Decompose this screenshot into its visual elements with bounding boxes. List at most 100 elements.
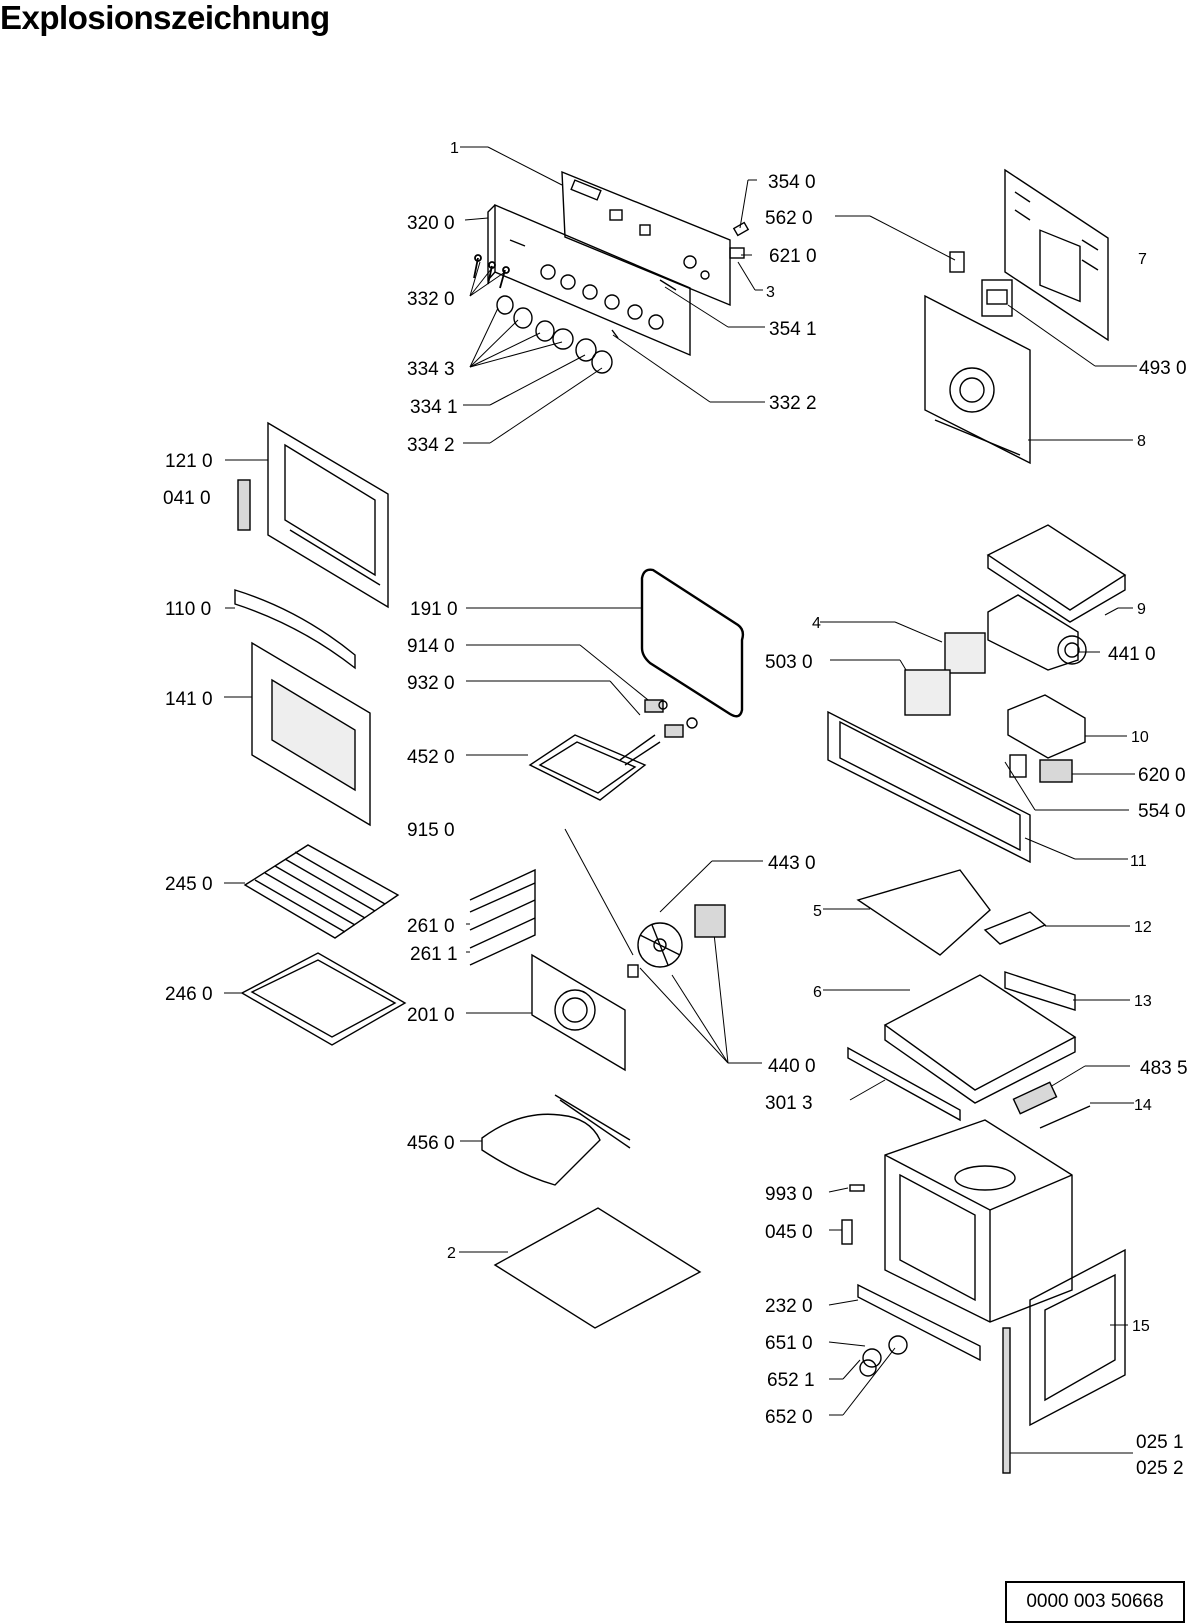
label-p2611: 261 1	[410, 944, 458, 965]
label-p8: 8	[1137, 433, 1146, 450]
part-control-panel-bracket	[561, 170, 731, 307]
part-tangential-fan	[987, 594, 1087, 671]
label-p2010: 201 0	[407, 1005, 455, 1026]
label-p4400: 440 0	[768, 1056, 816, 1077]
part-control-frame	[827, 710, 1031, 864]
label-p12: 12	[1134, 919, 1152, 936]
label-p1410: 141 0	[165, 689, 213, 710]
label-p5540: 554 0	[1138, 801, 1186, 822]
label-p6200: 620 0	[1138, 765, 1186, 786]
part-rear-panel	[1004, 168, 1109, 342]
part-oven-rack	[243, 844, 400, 939]
part-switches	[904, 632, 986, 716]
part-oven-cavity	[884, 1119, 1073, 1323]
label-p4835: 483 5	[1140, 1058, 1188, 1079]
part-baking-tray	[240, 952, 407, 1046]
label-p3343: 334 3	[407, 359, 455, 380]
part-knobs	[496, 295, 613, 374]
label-p1910: 191 0	[410, 599, 458, 620]
part-fan-cover	[924, 294, 1031, 465]
label-p3322: 332 2	[769, 393, 817, 414]
label-p9150: 915 0	[407, 820, 455, 841]
part-labels: 1 320 0 332 0 334 3 334 1 334 2 354 0 56…	[163, 140, 1188, 1479]
label-p15: 15	[1132, 1318, 1150, 1335]
part-terminal-block	[1012, 1081, 1058, 1115]
part-clips	[611, 221, 750, 339]
label-p4560: 456 0	[407, 1133, 455, 1154]
label-p14: 14	[1134, 1097, 1152, 1114]
part-catch	[841, 1184, 865, 1245]
part-upper-shield	[856, 869, 991, 956]
label-p3342: 334 2	[407, 435, 455, 456]
label-p6510: 651 0	[765, 1333, 813, 1354]
label-p2450: 245 0	[165, 874, 213, 895]
part-fan-back-panel	[531, 953, 626, 1072]
label-p3540: 354 0	[768, 172, 816, 193]
label-p4410: 441 0	[1108, 644, 1156, 665]
part-lamps	[644, 699, 698, 738]
part-sensor-and-motor	[949, 251, 1013, 317]
label-p6: 6	[813, 984, 822, 1001]
label-p6520: 652 0	[765, 1407, 813, 1428]
part-bottom-plate	[493, 1207, 702, 1329]
label-p9140: 914 0	[407, 636, 455, 657]
label-p0251: 025 1	[1136, 1432, 1184, 1453]
part-door-handle	[234, 589, 356, 670]
label-p3200: 320 0	[407, 213, 455, 234]
label-p2610: 261 0	[407, 916, 455, 937]
part-side-rails	[469, 868, 536, 966]
label-p4: 4	[812, 615, 821, 632]
label-p2: 2	[447, 1245, 456, 1262]
part-front-panel	[487, 203, 691, 357]
part-grill-element	[528, 734, 661, 801]
label-p5620: 562 0	[765, 208, 813, 229]
label-p3341: 334 1	[410, 397, 458, 418]
part-screws	[473, 254, 510, 289]
label-p3541: 354 1	[769, 319, 817, 340]
label-p9930: 993 0	[765, 1184, 813, 1205]
part-fan-motor	[627, 904, 726, 978]
label-p0410: 041 0	[163, 488, 211, 509]
label-p6521: 652 1	[767, 1370, 815, 1391]
part-oven-door	[267, 421, 389, 609]
label-p3013: 301 3	[765, 1093, 813, 1114]
part-small-brackets	[983, 911, 1076, 1011]
label-p13: 13	[1134, 993, 1152, 1010]
part-side-panel	[1029, 1248, 1126, 1427]
part-door-seal	[640, 568, 745, 718]
label-p2460: 246 0	[165, 984, 213, 1005]
label-p9: 9	[1137, 601, 1146, 618]
label-p0450: 045 0	[765, 1222, 813, 1243]
part-lower-element	[481, 1094, 631, 1186]
label-p3320: 332 0	[407, 289, 455, 310]
label-p7: 7	[1138, 251, 1147, 268]
label-p9320: 932 0	[407, 673, 455, 694]
label-p4520: 452 0	[407, 747, 455, 768]
label-p10: 10	[1131, 729, 1149, 746]
part-front-rail	[857, 1283, 981, 1362]
label-p0252: 025 2	[1136, 1458, 1184, 1479]
part-strip	[1039, 1105, 1091, 1129]
label-p6210: 621 0	[769, 246, 817, 267]
page-title: Explosionszeichnung	[0, 0, 330, 36]
part-hinge-rail	[1002, 1327, 1011, 1474]
leader-lines	[224, 146, 1137, 1454]
label-p11: 11	[1130, 853, 1147, 870]
label-p1210: 121 0	[165, 451, 213, 472]
label-p1: 1	[450, 140, 459, 157]
part-inner-glass	[251, 641, 371, 827]
part-electronic-bracket	[1007, 694, 1086, 783]
label-p4430: 443 0	[768, 853, 816, 874]
label-p5: 5	[813, 903, 822, 920]
part-top-cover	[986, 524, 1127, 623]
label-p5030: 503 0	[765, 652, 813, 673]
label-p2320: 232 0	[765, 1296, 813, 1317]
document-number-box: 0000 003 50668	[1005, 1581, 1185, 1623]
part-door-hinge	[237, 479, 251, 531]
part-lamp-assembly	[859, 1335, 908, 1377]
part-rail	[847, 1046, 961, 1122]
label-p3: 3	[766, 284, 775, 301]
label-p1100: 110 0	[165, 599, 211, 620]
label-p4930: 493 0	[1139, 358, 1187, 379]
